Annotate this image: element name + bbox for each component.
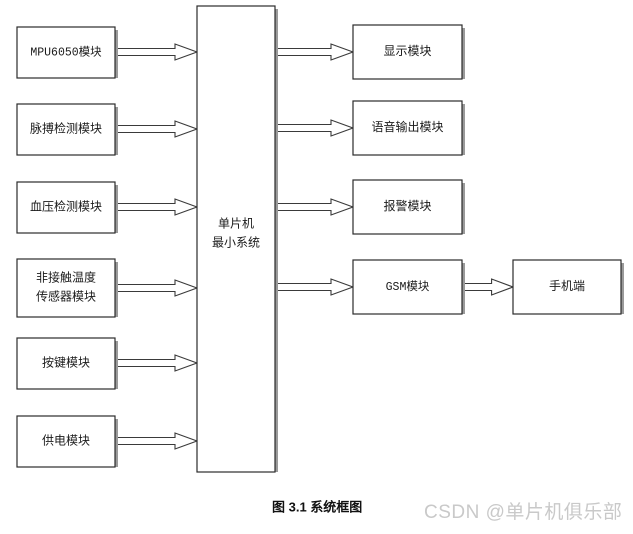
block-label-keys: 按键模块: [42, 356, 90, 370]
watermark-label: CSDN @单片机俱乐部: [424, 501, 622, 523]
block-bloodp[interactable]: 血压检测模块: [16, 181, 118, 234]
arrow-bloodp-to-mcu: [114, 198, 199, 216]
block-outline: [512, 259, 622, 315]
block-label-temp: 传感器模块: [36, 289, 96, 304]
block-outline: [16, 103, 116, 156]
block-outline: [352, 24, 463, 80]
arrow-mcu-to-voice: [274, 119, 355, 137]
figure-caption: 图 3.1 系统框图: [272, 499, 362, 514]
arrow-icon: [461, 278, 515, 296]
arrow-icon: [274, 43, 355, 61]
arrow-mcu-to-alarm: [274, 198, 355, 216]
block-mpu6050[interactable]: MPU6050模块: [16, 26, 118, 79]
block-keys[interactable]: 按键模块: [16, 337, 118, 390]
arrow-icon: [114, 354, 199, 372]
arrow-power-to-mcu: [114, 432, 199, 450]
arrow-mcu-to-gsm: [274, 278, 355, 296]
block-outline: [16, 415, 116, 468]
arrow-icon: [114, 120, 199, 138]
arrow-mcu-to-display: [274, 43, 355, 61]
block-label-temp: 非接触温度: [36, 270, 96, 285]
arrow-icon: [114, 43, 199, 61]
edges-layer: [114, 43, 515, 450]
block-alarm[interactable]: 报警模块: [352, 179, 465, 235]
block-label-mcu: 单片机: [218, 217, 254, 231]
block-label-power: 供电模块: [42, 434, 90, 448]
block-label-gsm: GSM模块: [386, 280, 430, 294]
block-outline: [352, 100, 463, 156]
block-outline: [16, 337, 116, 390]
block-outline: [16, 26, 116, 79]
block-label-display: 显示模块: [383, 44, 431, 58]
block-label-mpu6050: MPU6050模块: [30, 46, 102, 60]
arrow-icon: [274, 198, 355, 216]
block-outline: [196, 5, 276, 473]
block-outline: [16, 181, 116, 234]
arrow-pulse-to-mcu: [114, 120, 199, 138]
block-label-alarm: 报警模块: [383, 198, 431, 213]
block-label-voice: 语音输出模块: [371, 119, 443, 134]
block-outline: [16, 258, 116, 318]
block-power[interactable]: 供电模块: [16, 415, 118, 468]
arrow-gsm-to-phone: [461, 278, 515, 296]
block-outline: [352, 179, 463, 235]
block-outline: [352, 259, 463, 315]
block-display[interactable]: 显示模块: [352, 24, 465, 80]
block-label-mcu: 最小系统: [212, 236, 260, 250]
block-gsm[interactable]: GSM模块: [352, 259, 465, 315]
arrow-icon: [274, 278, 355, 296]
arrow-icon: [114, 432, 199, 450]
block-voice[interactable]: 语音输出模块: [352, 100, 465, 156]
block-label-bloodp: 血压检测模块: [30, 199, 102, 214]
block-label-pulse: 脉搏检测模块: [30, 121, 102, 136]
arrow-temp-to-mcu: [114, 279, 199, 297]
arrow-icon: [114, 198, 199, 216]
block-pulse[interactable]: 脉搏检测模块: [16, 103, 118, 156]
block-phone[interactable]: 手机端: [512, 259, 624, 315]
arrow-icon: [274, 119, 355, 137]
arrow-icon: [114, 279, 199, 297]
block-label-phone: 手机端: [549, 279, 585, 293]
arrow-mpu6050-to-mcu: [114, 43, 199, 61]
arrow-keys-to-mcu: [114, 354, 199, 372]
